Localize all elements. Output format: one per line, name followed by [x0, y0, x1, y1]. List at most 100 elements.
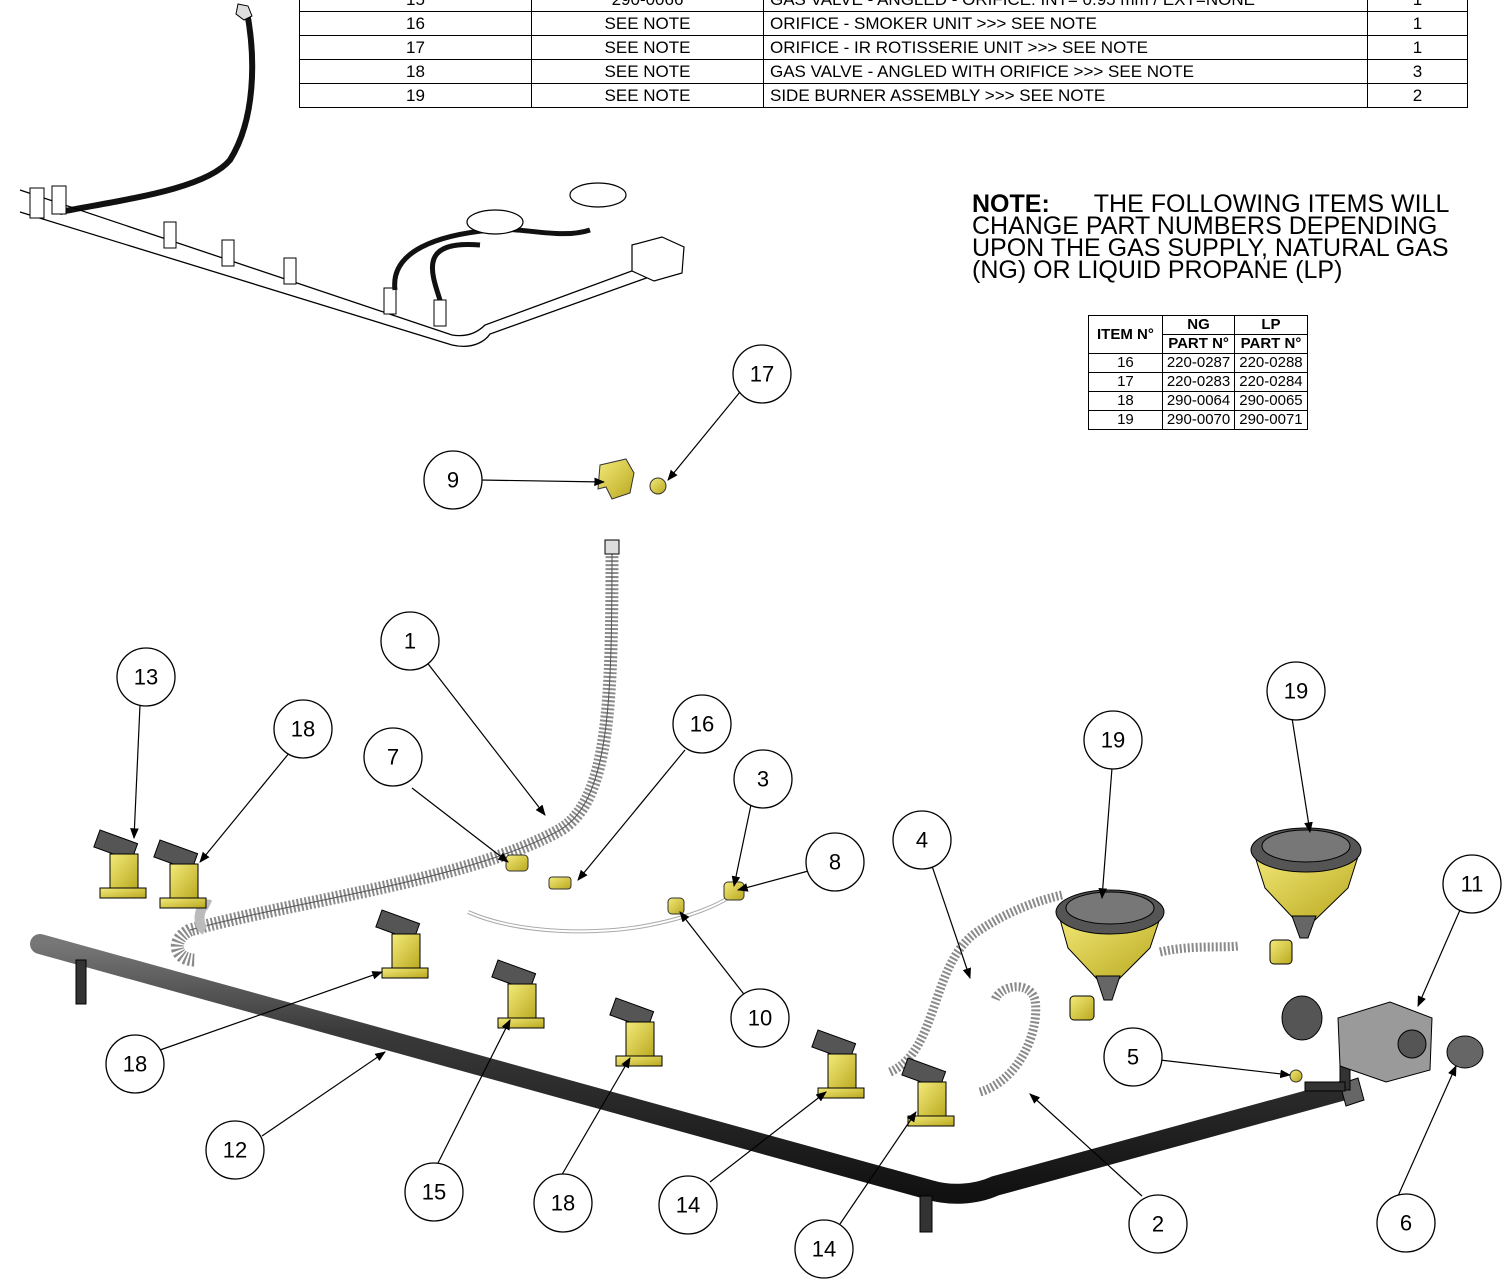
svg-text:18: 18 [291, 717, 315, 742]
note-label: NOTE: [972, 190, 1050, 218]
callout-18: 18 [105, 1034, 165, 1094]
inset-elbow-fitting [235, 3, 253, 21]
leader-6 [1397, 1065, 1457, 1197]
svg-text:13: 13 [134, 665, 158, 690]
svg-text:5: 5 [1127, 1045, 1139, 1070]
callout-18: 18 [273, 699, 333, 759]
leader-5 [1159, 1059, 1292, 1079]
inset-valve-body [29, 187, 45, 219]
side-burner-right [1250, 827, 1362, 965]
bom-row: 16 SEE NOTE ORIFICE - SMOKER UNIT >>> SE… [299, 11, 1468, 36]
pressure-regulator [1337, 1001, 1433, 1083]
hose-end-fitting [604, 539, 620, 555]
inset-regulator [631, 236, 685, 282]
inset-valve-body [433, 299, 447, 327]
inset-valve-body [163, 221, 177, 249]
valve-14 [901, 1057, 955, 1127]
callout-bubbles: 17 9 1 13 18 7 16 3 19 19 4 8 11 18 10 5… [105, 344, 1502, 1279]
item-header: ITEM N° [1088, 315, 1163, 354]
callout-17: 17 [732, 344, 792, 404]
callout-11: 11 [1442, 854, 1502, 914]
burner-hose-left [887, 890, 1063, 1077]
callout-2: 2 [1128, 1194, 1188, 1254]
inset-valve-body [51, 185, 67, 215]
svg-text:6: 6 [1400, 1211, 1412, 1236]
inset-manifold-bend [451, 267, 653, 347]
callout-5: 5 [1103, 1027, 1163, 1087]
pipe-mount-brackets [75, 959, 1351, 1233]
svg-text:14: 14 [812, 1237, 836, 1262]
valve-18 [375, 909, 429, 979]
gas-valves [93, 829, 955, 1127]
note-text: THE FOLLOWING ITEMS WILL CHANGE PART NUM… [972, 190, 1449, 284]
callout-19: 19 [1083, 710, 1143, 770]
mount-bracket [75, 959, 87, 1005]
pilot-tube-highlight [467, 892, 736, 933]
leader-15 [437, 1019, 511, 1164]
flex-gas-hose-edge [189, 547, 613, 931]
leader-18-c [559, 1057, 631, 1179]
callout-15: 15 [404, 1162, 464, 1222]
bom-part: SEE NOTE [531, 35, 764, 60]
bom-qty: 1 [1367, 11, 1468, 36]
inset-valve-body [221, 239, 235, 267]
svg-text:3: 3 [757, 767, 769, 792]
svg-text:4: 4 [916, 828, 928, 853]
svg-text:11: 11 [1461, 872, 1484, 897]
lp-part: 220-0284 [1234, 372, 1308, 392]
leader-9 [479, 477, 606, 487]
bill-of-materials-table: 15 290-0066 GAS VALVE - ANGLED - ORIFICE… [299, 0, 1468, 108]
leader-7 [411, 787, 509, 863]
regulator-outlet-nut [1446, 1035, 1484, 1069]
inset-burner [569, 182, 627, 208]
bom-row: 15 290-0066 GAS VALVE - ANGLED - ORIFICE… [299, 0, 1468, 12]
svg-text:10: 10 [748, 1006, 772, 1031]
leader-3 [731, 799, 753, 888]
callout-9: 9 [423, 450, 483, 510]
inset-assembly-view [19, 3, 685, 347]
callout-18: 18 [533, 1173, 593, 1233]
ng-lp-row: 19 290-0070 290-0071 [1088, 410, 1308, 430]
bom-part: SEE NOTE [531, 11, 764, 36]
valve-18 [153, 839, 207, 909]
ng-part: 290-0070 [1161, 410, 1236, 430]
inset-manifold-pipe [19, 189, 453, 346]
regulator-port [1397, 1029, 1427, 1059]
leader-2 [1029, 1093, 1143, 1197]
ng-lp-part-table: ITEM N° NG LP PART N° PART N° 16 220-028… [1088, 315, 1308, 430]
inset-burner-hoses [392, 226, 591, 301]
inset-valves [29, 185, 447, 327]
regulator-assembly [1281, 995, 1484, 1083]
bom-item: 17 [299, 35, 532, 60]
callout-10: 10 [730, 988, 790, 1048]
hose-end-elbow [194, 899, 213, 935]
leader-16 [577, 749, 686, 881]
svg-text:18: 18 [551, 1191, 575, 1216]
orifice-fitting [505, 854, 529, 872]
callout-12: 12 [205, 1120, 265, 1180]
callout-3: 3 [733, 749, 793, 809]
leader-8 [736, 869, 813, 892]
svg-text:2: 2 [1152, 1212, 1164, 1237]
manifold-pipe [30, 934, 1355, 1204]
inset-gas-hose [59, 11, 256, 215]
callout-16: 16 [672, 694, 732, 754]
leader-1 [421, 655, 546, 816]
svg-text:8: 8 [829, 850, 841, 875]
svg-text:17: 17 [750, 362, 774, 387]
bom-qty: 3 [1367, 59, 1468, 84]
callout-4: 4 [892, 810, 952, 870]
svg-text:1: 1 [404, 629, 416, 654]
callout-1: 1 [380, 611, 440, 671]
ng-lp-item: 19 [1088, 410, 1163, 430]
leader-4 [931, 865, 971, 980]
regulator-inlet-fitting [1281, 995, 1323, 1041]
valve-13 [93, 829, 147, 899]
inset-valve-body [283, 257, 297, 285]
mount-bracket [1304, 1081, 1346, 1092]
ng-lp-row: 18 290-0064 290-0065 [1088, 391, 1308, 411]
leader-19-b [1291, 717, 1313, 834]
lp-part: 290-0071 [1234, 410, 1308, 430]
